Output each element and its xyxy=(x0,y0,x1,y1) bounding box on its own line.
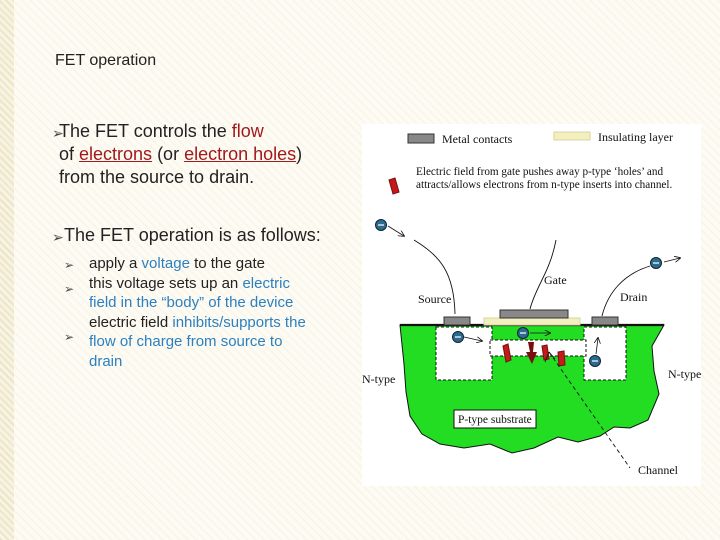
bullet-arrow-icon: ➢ xyxy=(52,229,64,245)
sub-1-text-b: to the gate xyxy=(189,255,265,272)
insulating-layer-label: Insulating layer xyxy=(598,130,673,144)
electron-icon xyxy=(650,257,662,269)
sub-bullets: apply a voltage to the gate this voltage… xyxy=(89,254,359,371)
n-type-well-right xyxy=(583,326,627,381)
source-contact xyxy=(443,316,471,326)
gate-contact xyxy=(499,309,569,319)
bullet-1: The FET controls the flow of electrons (… xyxy=(59,120,359,189)
metal-contact-legend-swatch xyxy=(407,133,435,144)
electron-icon xyxy=(589,355,601,367)
bullet-arrow-icon: ➢ xyxy=(64,282,75,296)
down-arrow-marker xyxy=(528,342,534,352)
slide-border-decoration xyxy=(0,0,14,540)
bullet-2: The FET operation is as follows: xyxy=(64,225,321,245)
drain-wire xyxy=(601,265,651,317)
bullet-1-flow: flow xyxy=(231,121,264,141)
sub-2-text-b: field in the “body” of the device xyxy=(89,294,294,311)
bullet-1-text-c: (or xyxy=(152,144,185,164)
electron-path-arrow xyxy=(463,336,482,341)
bullet-arrow-icon: ➢ xyxy=(64,330,75,344)
sub-2-text-a: this voltage sets up an xyxy=(89,274,243,292)
p-type-substrate-label: P-type substrate xyxy=(458,414,532,426)
bullet-1-text-e: from the source to drain. xyxy=(59,167,255,187)
down-arrow-head xyxy=(526,352,537,364)
n-type-right-label: N-type xyxy=(668,367,701,381)
n-type-left-label: N-type xyxy=(362,372,395,386)
bullet-1-text-a: The FET controls the xyxy=(59,121,232,141)
electron-icon xyxy=(517,327,529,339)
sub-1-voltage: voltage xyxy=(141,255,190,272)
gate-label: Gate xyxy=(544,273,567,287)
source-label: Source xyxy=(418,292,451,306)
metal-contacts-label: Metal contacts xyxy=(442,132,513,146)
sub-2-electric: electric xyxy=(242,274,290,292)
sub-1-text-a: apply a xyxy=(89,255,142,272)
electron-path-arrow xyxy=(596,338,598,355)
electron-icon xyxy=(452,331,464,343)
insulating-layer-legend-swatch xyxy=(553,131,591,141)
n-type-well-left xyxy=(435,326,493,381)
insulating-layer xyxy=(483,317,581,326)
p-type-substrate-label-box xyxy=(453,409,537,429)
drain-contact xyxy=(591,316,619,326)
caption-line-2: attracts/allows electrons from n-type in… xyxy=(416,179,673,191)
hole-icon xyxy=(502,343,566,367)
sub-3-drain: drain xyxy=(89,352,123,370)
sub-3-inhibits: inhibits/supports the xyxy=(172,313,306,331)
channel-pointer xyxy=(548,351,631,469)
slide-title: FET operation xyxy=(55,52,157,69)
electron-path-arrow xyxy=(663,258,680,262)
caption-line-1: Electric field from gate pushes away p-t… xyxy=(416,166,663,178)
sub-3-flow: flow of charge from source to xyxy=(89,333,283,350)
electron-path-arrow xyxy=(387,225,404,236)
electron-icon xyxy=(375,219,387,231)
bullet-arrow-icon: ➢ xyxy=(64,258,75,272)
hole-icon xyxy=(388,177,400,195)
sub-3-text-a: electric field xyxy=(89,313,173,331)
source-wire xyxy=(413,239,456,315)
fet-diagram: Metal contacts Insulating layer Electric… xyxy=(362,124,701,486)
bullet-1-text-b: of xyxy=(59,144,80,164)
gate-wire xyxy=(529,239,557,310)
bullet-1-text-d: ) xyxy=(296,144,303,164)
bullet-1-electron-holes-link[interactable]: electron holes xyxy=(184,144,297,164)
bullet-1-electrons-link[interactable]: electrons xyxy=(79,144,153,164)
drain-label: Drain xyxy=(620,290,647,304)
channel-label: Channel xyxy=(638,463,679,477)
bullet-arrow-icon: ➢ xyxy=(52,125,64,141)
channel-pointer-head xyxy=(544,351,556,363)
